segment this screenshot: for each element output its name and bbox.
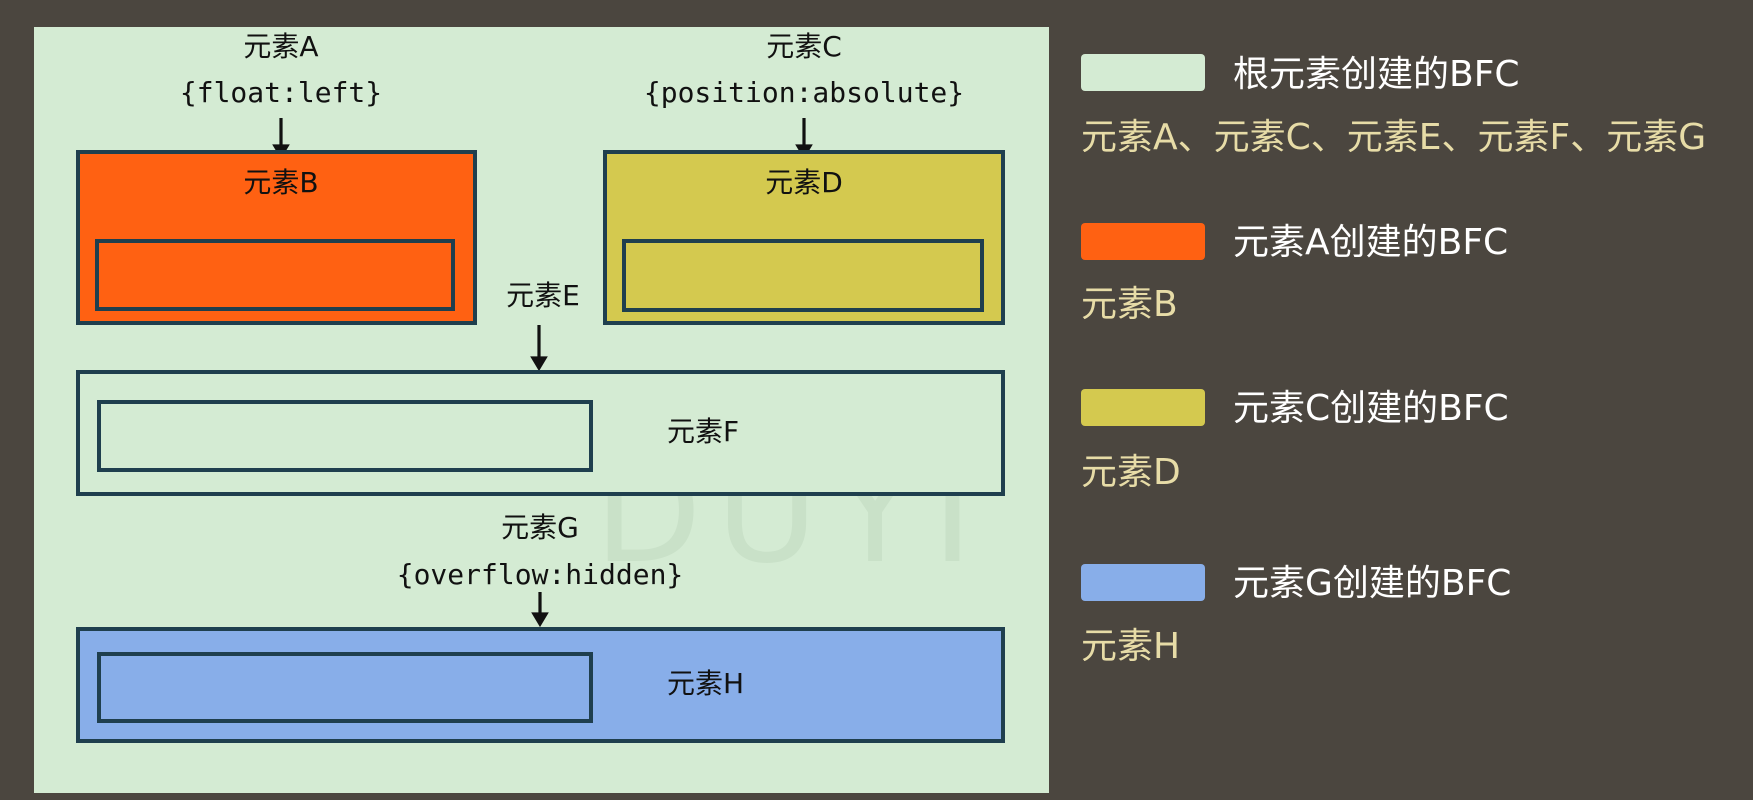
legend-root-swatch bbox=[1081, 54, 1205, 91]
element-f-box bbox=[97, 400, 593, 472]
element-a-style: {float:left} bbox=[179, 76, 383, 109]
legend-element-a-title: 元素A创建的BFC bbox=[1233, 222, 1509, 263]
element-d-label: 元素D bbox=[765, 166, 843, 199]
legend-element-a-items: 元素B bbox=[1081, 284, 1178, 325]
element-h-box bbox=[97, 652, 593, 723]
element-b-label: 元素B bbox=[243, 166, 319, 199]
legend-root-items: 元素A、元素C、元素E、元素F、元素G bbox=[1081, 117, 1707, 158]
legend-element-c-swatch bbox=[1081, 389, 1205, 426]
element-f-label: 元素F bbox=[667, 415, 740, 448]
element-c-label: 元素C bbox=[766, 30, 842, 63]
legend-element-c-items: 元素D bbox=[1081, 452, 1181, 493]
legend-element-c-title: 元素C创建的BFC bbox=[1233, 388, 1509, 429]
element-e-label: 元素E bbox=[506, 279, 580, 312]
legend-element-g-title: 元素G创建的BFC bbox=[1233, 563, 1512, 604]
legend-element-g-items: 元素H bbox=[1081, 626, 1181, 667]
bfc-diagram: DUYI 元素A {float:left} bbox=[34, 27, 1049, 793]
element-a-label: 元素A bbox=[243, 30, 319, 63]
element-c-style: {position:absolute} bbox=[643, 76, 965, 109]
legend-element-g-swatch bbox=[1081, 564, 1205, 601]
legend-element-a-swatch bbox=[1081, 223, 1205, 260]
element-d-box bbox=[622, 239, 984, 312]
element-b-box bbox=[95, 239, 455, 311]
element-h-label: 元素H bbox=[667, 667, 745, 700]
element-g-label: 元素G bbox=[501, 511, 579, 544]
element-g-style: {overflow:hidden} bbox=[396, 558, 684, 591]
legend-root-title: 根元素创建的BFC bbox=[1233, 54, 1520, 95]
